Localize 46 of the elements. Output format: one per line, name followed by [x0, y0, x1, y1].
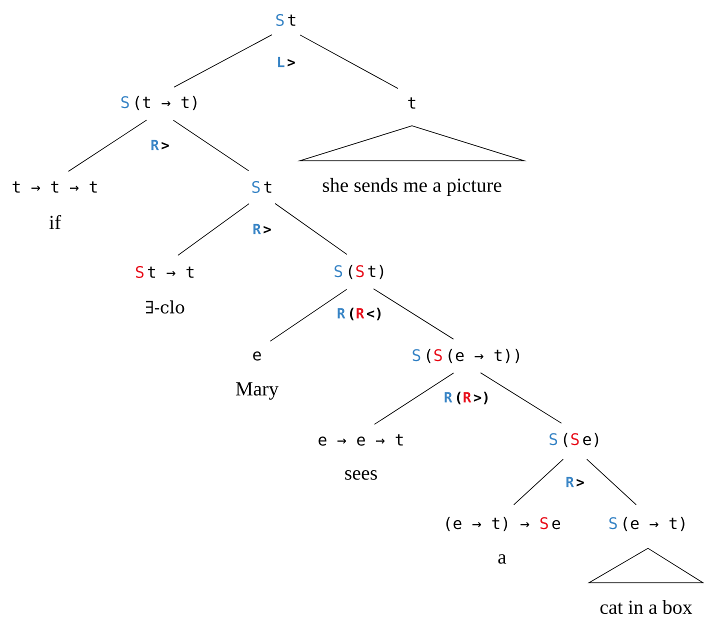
branch-line: [68, 120, 148, 172]
type-label: S ( S t): [334, 264, 384, 280]
type-label: S ( S (e → t)): [412, 348, 520, 364]
word-label: if: [49, 214, 62, 230]
type-label: S t: [252, 180, 272, 194]
type-label: e → e → t: [318, 434, 403, 446]
branch-line: [374, 372, 454, 425]
type-label: S t: [276, 14, 296, 26]
node-label: >): [474, 392, 488, 404]
word-label: a: [498, 554, 506, 564]
combinator-label: R >: [253, 224, 271, 234]
combinator-label: R ( R <): [338, 308, 381, 320]
branch-line: [178, 203, 250, 256]
combinator-label: R ( R >): [444, 392, 488, 404]
type-label: t → t → t: [12, 181, 97, 193]
type-label: S (t → t): [121, 96, 196, 110]
word-label: Mary: [236, 382, 279, 400]
type-label: S t → t: [136, 266, 194, 278]
branch-line: [373, 288, 454, 340]
node-label: <): [366, 308, 381, 320]
type-label: S (e → t): [609, 516, 684, 532]
combinator-label: R >: [566, 476, 584, 488]
branch-line: [274, 203, 348, 255]
branch-line: [172, 120, 250, 172]
branch-line: [300, 34, 398, 89]
node-label: R: [338, 308, 346, 318]
word-label: sees: [345, 470, 377, 480]
node-label: R: [444, 392, 452, 402]
combinator-label: R >: [151, 140, 169, 150]
type-label: e: [253, 351, 261, 361]
node-label: R: [464, 392, 472, 402]
branch-line: [513, 458, 564, 506]
type-label: t: [408, 97, 416, 109]
branch-line: [586, 458, 637, 506]
type-label: (e → t) → S e: [446, 516, 560, 532]
word-label: ∃-clo: [146, 300, 184, 314]
node-label: R: [356, 308, 364, 318]
type-label: S ( S e): [550, 432, 598, 448]
node-label: (: [456, 392, 461, 404]
phrase-text: she sends me a picture: [322, 178, 502, 196]
branch-line: [270, 288, 348, 342]
branch-line: [480, 372, 562, 424]
phrase-text: cat in a box: [600, 600, 692, 614]
branch-line: [174, 34, 272, 88]
combinator-label: L >: [278, 56, 295, 68]
node-label: (: [350, 308, 354, 320]
